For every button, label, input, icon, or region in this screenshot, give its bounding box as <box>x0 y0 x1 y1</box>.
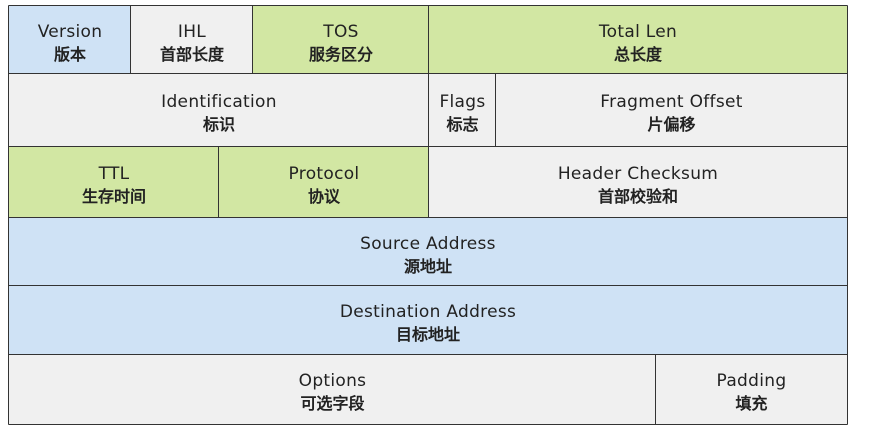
tos-label: TOS <box>323 21 359 42</box>
fragment-offset-label: Fragment Offset <box>600 92 743 113</box>
flags-field: Flags 标志 <box>428 73 497 148</box>
padding-label-zh: 填充 <box>735 394 768 414</box>
tos-field: TOS 服务区分 <box>252 5 430 75</box>
protocol-label: Protocol <box>288 164 360 185</box>
destination-address-label: Destination Address <box>339 302 517 323</box>
options-label: Options <box>298 371 367 392</box>
ttl-label-zh: 生存时间 <box>81 187 146 207</box>
padding-field: Padding 填充 <box>655 354 848 425</box>
version-field: Version 版本 <box>8 5 132 75</box>
source-address-field: Source Address 源地址 <box>8 217 848 287</box>
options-label-zh: 可选字段 <box>300 394 365 414</box>
total-length-label-zh: 总长度 <box>613 44 662 64</box>
identification-field: Identification 标识 <box>8 73 430 148</box>
source-address-label: Source Address <box>360 233 496 254</box>
fragment-offset-field: Fragment Offset 片偏移 <box>495 73 848 148</box>
ihl-field: IHL 首部长度 <box>130 5 254 75</box>
ttl-label: TTL <box>98 164 130 185</box>
source-address-label-zh: 源地址 <box>403 256 452 276</box>
identification-label: Identification <box>161 92 277 113</box>
destination-address-field: Destination Address 目标地址 <box>8 285 848 356</box>
options-field: Options 可选字段 <box>8 354 657 425</box>
ihl-label: IHL <box>177 21 207 42</box>
ttl-field: TTL 生存时间 <box>8 146 220 219</box>
header-checksum-label: Header Checksum <box>557 164 719 185</box>
destination-address-label-zh: 目标地址 <box>395 325 460 345</box>
fragment-offset-label-zh: 片偏移 <box>647 115 696 135</box>
padding-label: Padding <box>716 371 787 392</box>
total-length-field: Total Len 总长度 <box>428 5 848 75</box>
version-label-zh: 版本 <box>53 44 86 64</box>
identification-label-zh: 标识 <box>202 115 235 135</box>
protocol-field: Protocol 协议 <box>218 146 430 219</box>
ipv4-header-diagram: Version 版本 IHL 首部长度 TOS 服务区分 Total Len 总… <box>8 5 848 425</box>
flags-label-zh: 标志 <box>446 115 479 135</box>
flags-label: Flags <box>439 92 486 113</box>
header-checksum-label-zh: 首部校验和 <box>597 187 678 207</box>
version-label: Version <box>37 21 103 42</box>
total-length-label: Total Len <box>598 21 678 42</box>
protocol-label-zh: 协议 <box>307 187 340 207</box>
header-checksum-field: Header Checksum 首部校验和 <box>428 146 848 219</box>
tos-label-zh: 服务区分 <box>308 44 373 64</box>
ihl-label-zh: 首部长度 <box>159 44 224 64</box>
